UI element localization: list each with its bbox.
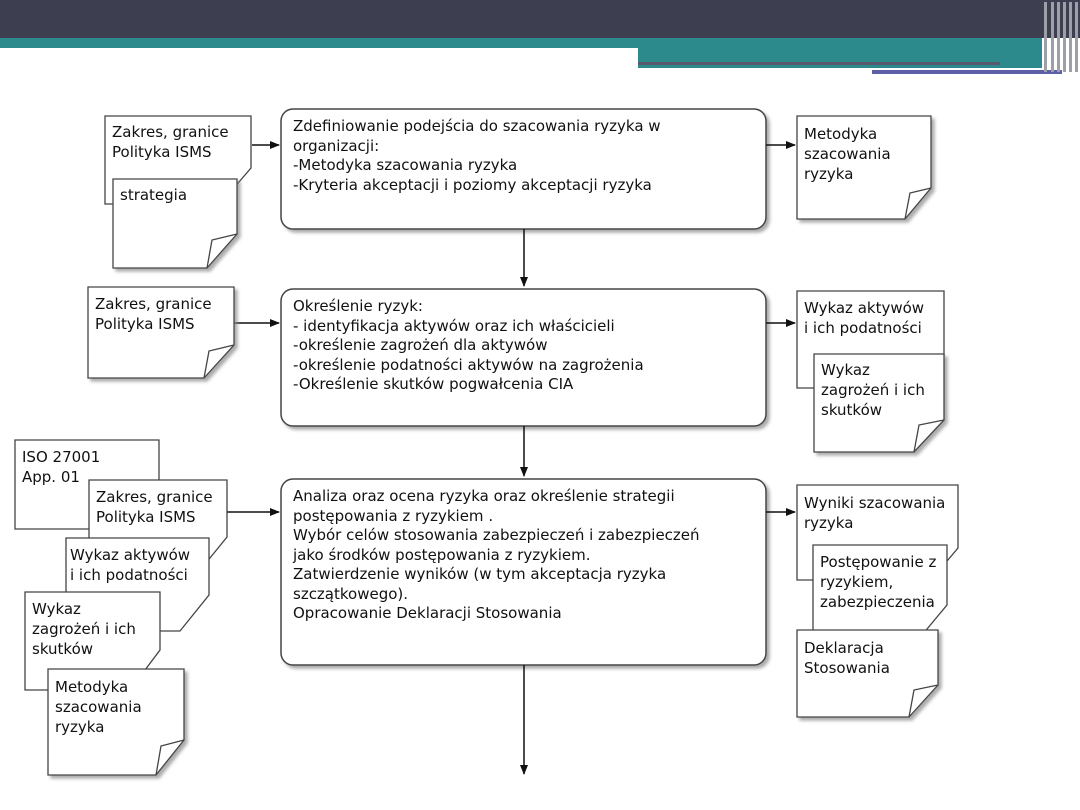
process-2-line-4: -określenie podatności aktywów na zagroż… — [293, 355, 644, 374]
note-shape-n3d — [47, 668, 185, 776]
note-n3out2-line-1: Postępowanie z — [820, 553, 937, 571]
process-2-line-5: -Określenie skutków pogwałcenia CIA — [293, 375, 574, 393]
note-n3c: Wykaz zagrożeń i ich skutków — [26, 595, 142, 663]
note-n3a-line-2: Polityka ISMS — [96, 508, 196, 526]
note-n3c-line-3: skutków — [32, 640, 94, 658]
note-n2a-line-1: Zakres, granice — [95, 295, 212, 313]
header-bar — [0, 0, 1080, 38]
note-n3b: Wykaz aktywów i ich podatności — [64, 541, 196, 589]
process-2-line-1: Określenie ryzyk: — [293, 297, 423, 315]
note-n3out3: Deklaracja Stosowania — [798, 634, 896, 682]
note-n3out1-line-1: Wyniki szacowania — [804, 494, 946, 512]
note-n2out2: Wykaz zagrożeń i ich skutków — [815, 356, 931, 424]
process-step-1: Zdefiniowanie podejścia do szacowania ry… — [283, 111, 764, 201]
process-3-line-4: jako środków postępowania z ryzykiem. — [293, 545, 591, 564]
process-3-line-2: postępowania z ryzykiem . — [293, 506, 494, 525]
header-underline — [638, 62, 1000, 65]
note-n3iso-line-1: ISO 27001 — [22, 448, 101, 466]
note-shape-n1b — [112, 178, 238, 269]
note-n3c-line-2: zagrożeń i ich — [32, 620, 136, 638]
note-n2out2-line-2: zagrożeń i ich — [821, 381, 925, 399]
note-fold-n2out2 — [913, 419, 945, 453]
note-n3d: Metodyka szacowania ryzyka — [49, 673, 148, 741]
note-n1a-line-2: Polityka ISMS — [112, 143, 212, 161]
note-shape-n2a — [87, 286, 235, 379]
note-n2a: Zakres, granice Polityka ISMS — [89, 290, 218, 338]
note-fold-n1b — [206, 233, 238, 269]
note-n3out2-line-3: zabezpieczenia — [820, 593, 935, 611]
note-fold-n3d — [155, 739, 185, 776]
process-step-3: Analiza oraz ocena ryzyka oraz określeni… — [283, 481, 764, 630]
note-n3d-line-2: szacowania — [55, 698, 142, 716]
note-n1out-line-3: ryzyka — [804, 165, 854, 183]
note-n2out1: Wykaz aktywów i ich podatności — [798, 294, 930, 342]
note-shape-n3out3 — [796, 629, 939, 718]
note-n2out1-line-2: i ich podatności — [804, 319, 922, 337]
note-n2out1-line-1: Wykaz aktywów — [804, 299, 925, 317]
note-n3a-line-1: Zakres, granice — [96, 488, 213, 506]
process-1-line-1: Zdefiniowanie podejścia do szacowania ry… — [293, 117, 661, 135]
note-n1a: Zakres, granice Polityka ISMS — [106, 118, 235, 166]
note-shape-n1out — [796, 115, 932, 220]
note-n3d-line-1: Metodyka — [55, 678, 129, 696]
process-3-line-3: Wybór celów stosowania zabezpieczeń i za… — [293, 526, 700, 544]
note-n1out-line-1: Metodyka — [804, 125, 878, 143]
process-3-line-1: Analiza oraz ocena ryzyka oraz określeni… — [293, 487, 675, 505]
note-n3out3-line-1: Deklaracja — [804, 639, 884, 657]
note-n3d-line-3: ryzyka — [55, 718, 105, 736]
process-1-line-2: organizacji: — [293, 136, 380, 155]
process-1-line-4: -Kryteria akceptacji i poziomy akceptacj… — [293, 175, 652, 194]
note-shapes — [14, 115, 959, 776]
note-shape-n2out2 — [813, 353, 945, 453]
note-n3out3-line-2: Stosowania — [804, 659, 890, 677]
note-n3iso: ISO 27001 App. 01 — [16, 443, 106, 491]
note-n3a: Zakres, granice Polityka ISMS — [90, 483, 219, 531]
note-n3out1: Wyniki szacowania ryzyka — [798, 489, 951, 537]
note-n3iso-line-2: App. 01 — [22, 468, 80, 486]
note-n2out2-line-1: Wykaz — [821, 361, 870, 379]
note-fold-n2a — [203, 344, 235, 379]
note-n3b-line-1: Wykaz aktywów — [70, 546, 191, 564]
note-n3c-line-1: Wykaz — [32, 600, 81, 618]
note-n3out2-line-2: ryzykiem, — [820, 573, 894, 591]
process-step-2: Określenie ryzyk: - identyfikacja aktywó… — [283, 291, 764, 401]
process-3-line-7: Opracowanie Deklaracji Stosowania — [293, 604, 562, 622]
note-n3out1-line-2: ryzyka — [804, 514, 854, 532]
note-n1out-line-2: szacowania — [804, 145, 891, 163]
note-shape-n3out2 — [812, 544, 948, 636]
note-n1b-line-1: strategia — [120, 186, 188, 204]
note-n1b: strategia — [114, 181, 193, 209]
header-accent-bar — [0, 38, 1042, 48]
process-3-line-5: Zatwierdzenie wyników (w tym akceptacja … — [293, 565, 667, 583]
header-stripes — [1044, 0, 1080, 74]
note-n3out2: Postępowanie z ryzykiem, zabezpieczenia — [814, 548, 942, 616]
process-3-line-6: szczątkowego). — [293, 584, 409, 603]
note-n2out2-line-3: skutków — [821, 401, 883, 419]
header-underline-accent — [872, 70, 1062, 74]
process-1-line-3: -Metodyka szacowania ryzyka — [293, 156, 518, 174]
note-n2a-line-2: Polityka ISMS — [95, 315, 195, 333]
note-n3b-line-2: i ich podatności — [70, 566, 188, 584]
note-n1out: Metodyka szacowania ryzyka — [798, 120, 897, 188]
note-fold-n3out3 — [908, 684, 939, 718]
note-fold-n1out — [904, 187, 932, 220]
process-2-line-2: - identyfikacja aktywów oraz ich właścic… — [293, 316, 615, 335]
note-n1a-line-1: Zakres, granice — [112, 123, 229, 141]
process-2-line-3: -określenie zagrożeń dla aktywów — [293, 336, 548, 354]
